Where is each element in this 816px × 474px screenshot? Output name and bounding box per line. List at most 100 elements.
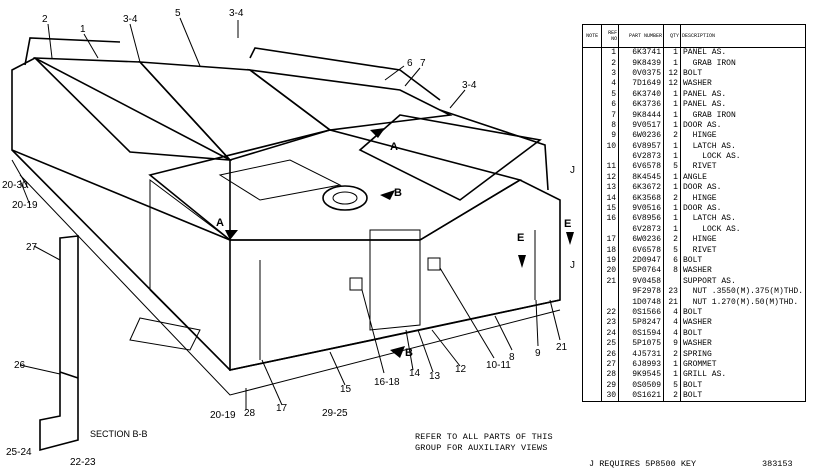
base-rail [11, 149, 561, 371]
door-left [369, 229, 421, 331]
table-cell-part: 6K3672 [618, 183, 665, 194]
table-cell-note [581, 141, 603, 152]
table-cell-ref: 16 [601, 214, 620, 225]
table-cell-qty: 4 [663, 318, 681, 329]
table-cell-part: 6V8957 [618, 141, 665, 152]
table-cell-part: 6V2873 [618, 151, 665, 163]
table-cell-ref: 8 [601, 120, 620, 132]
table-cell-desc: GROMMET [679, 359, 807, 371]
callout: 29-25 [322, 408, 348, 419]
table-cell-qty: 2 [663, 349, 681, 360]
table-cell-desc: BOLT [679, 255, 807, 267]
table-cell-desc: LOCK AS. [679, 224, 807, 236]
table-cell-qty: 1 [663, 99, 681, 111]
table-cell-qty: 1 [663, 203, 681, 215]
table-cell-part: 0S1621 [618, 390, 665, 403]
header-qty: QTY [663, 24, 681, 48]
callout: E [517, 232, 524, 244]
table-cell-note [581, 120, 603, 132]
table-header-row: NOTE REF NO PART NUMBER QTY DESCRIPTION [581, 24, 807, 48]
table-cell-qty: 1 [663, 183, 681, 194]
table-cell-ref: 15 [601, 203, 620, 215]
header-note: NOTE [581, 24, 603, 48]
table-cell-part: 6K3568 [618, 193, 665, 204]
table-cell-part: 9V0458 [618, 276, 665, 287]
table-cell-note [581, 328, 603, 339]
callout-labels: 2 1 3-4 5 3-4 6 7 3-4 A B A B E E 20-30 … [2, 8, 571, 468]
table-cell-note [581, 110, 603, 121]
table-cell-note [581, 380, 603, 391]
table-cell-qty: 1 [663, 214, 681, 225]
section-arrows [225, 128, 574, 358]
table-cell-qty: 8 [663, 266, 681, 277]
leader-lines [11, 17, 561, 410]
roof-panel-right [247, 68, 453, 131]
table-cell-ref: 5 [601, 89, 620, 100]
figure-number: 383153 [762, 459, 793, 469]
table-cell-qty: 1 [663, 172, 681, 184]
callout: B [394, 187, 402, 199]
table-cell-ref [601, 224, 620, 236]
table-cell-qty: 5 [663, 162, 681, 173]
table-cell-qty: 1 [663, 359, 681, 371]
table-cell-note [581, 47, 603, 59]
callout: 2 [42, 14, 48, 25]
header-ref-no: REF NO [601, 24, 620, 48]
table-cell-note [581, 266, 603, 277]
table-cell-ref: 26 [601, 349, 620, 360]
table-cell-desc: LATCH AS. [679, 141, 807, 152]
table-cell-ref: 23 [601, 318, 620, 329]
grab-iron-rear [24, 37, 121, 66]
table-cell-desc: PANEL AS. [679, 99, 807, 111]
table-cell-qty: 1 [663, 120, 681, 132]
callout: 20-30 [2, 180, 28, 191]
side-mark-j: J [570, 165, 575, 176]
header-part-number: PART NUMBER [618, 24, 665, 48]
table-cell-part: 8K4545 [618, 172, 665, 184]
table-cell-ref: 3 [601, 68, 620, 80]
table-cell-desc: GRILL AS. [679, 370, 807, 381]
table-cell-desc: WASHER [679, 266, 807, 277]
exploded-view-drawing: 2 1 3-4 5 3-4 6 7 3-4 A B A B E E 20-30 … [2, 8, 574, 468]
filler-opening [322, 185, 368, 211]
section-b-b-label: SECTION B-B [90, 429, 148, 439]
table-cell-part: 6W0236 [618, 235, 665, 246]
grab-iron-front [439, 109, 549, 191]
table-cell-qty: 2 [663, 235, 681, 246]
table-cell-note [581, 89, 603, 100]
table-cell-desc: BOLT [679, 68, 807, 80]
inner-access-panel [218, 159, 342, 201]
reference-note: REFER TO ALL PARTS OF THIS GROUP FOR AUX… [415, 432, 565, 454]
table-cell-ref: 22 [601, 307, 620, 319]
table-cell-qty: 23 [663, 286, 681, 298]
table-cell-note [581, 131, 603, 142]
table-cell-ref: 13 [601, 183, 620, 194]
callout: 16-18 [374, 377, 400, 388]
table-cell-note [581, 172, 603, 184]
front-wall [229, 179, 561, 371]
reference-note-line: GROUP FOR AUXILIARY VIEWS [415, 443, 548, 453]
callout: 6 [407, 58, 413, 69]
table-cell-part: 5P0764 [618, 266, 665, 277]
table-cell-qty: 1 [663, 89, 681, 100]
table-cell-ref: 29 [601, 380, 620, 391]
callout: 20-19 [210, 410, 236, 421]
table-cell-qty: 1 [663, 370, 681, 381]
table-cell-note [581, 307, 603, 319]
